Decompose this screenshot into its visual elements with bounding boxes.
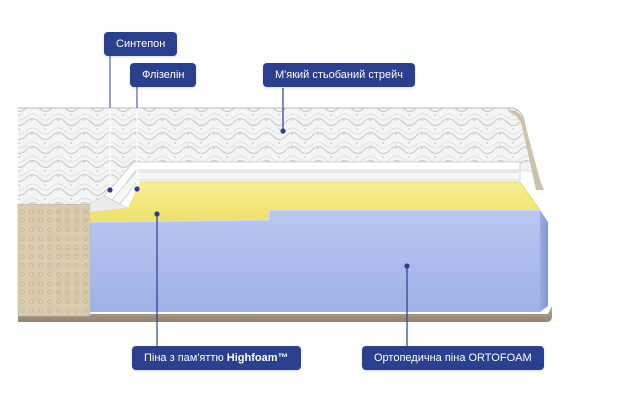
dot-stretch <box>280 128 286 134</box>
mattress-base <box>18 306 552 322</box>
label-memory-prefix: Піна з пам'яттю <box>144 352 227 364</box>
label-memory-foam: Піна з пам'яттю Highfoam™ <box>132 346 301 370</box>
dot-flizelin <box>134 186 140 192</box>
quilted-top <box>18 108 534 204</box>
dot-sintepon <box>107 187 113 193</box>
memory-foam-layer <box>90 182 540 222</box>
dot-memory <box>154 211 160 217</box>
label-flizelin-text: Флізелін <box>142 69 185 81</box>
label-memory-brand: Highfoam™ <box>226 352 289 364</box>
flizelin-layer <box>111 171 521 205</box>
label-ortofoam-text: Ортопедична піна ORTOFOAM <box>374 352 532 364</box>
label-ortofoam: Ортопедична піна ORTOFOAM <box>362 346 544 370</box>
dot-ortofoam <box>404 263 410 269</box>
label-stretch: М'який стьобаний стрейч <box>263 63 415 87</box>
ortho-foam-layer <box>90 210 540 312</box>
label-flizelin: Флізелін <box>130 63 197 87</box>
label-sintepon-text: Синтепон <box>116 38 166 50</box>
ortho-foam-side <box>540 210 548 312</box>
side-mesh <box>18 204 90 316</box>
label-stretch-text: М'який стьобаний стрейч <box>275 69 403 81</box>
label-sintepon: Синтепон <box>104 32 178 56</box>
